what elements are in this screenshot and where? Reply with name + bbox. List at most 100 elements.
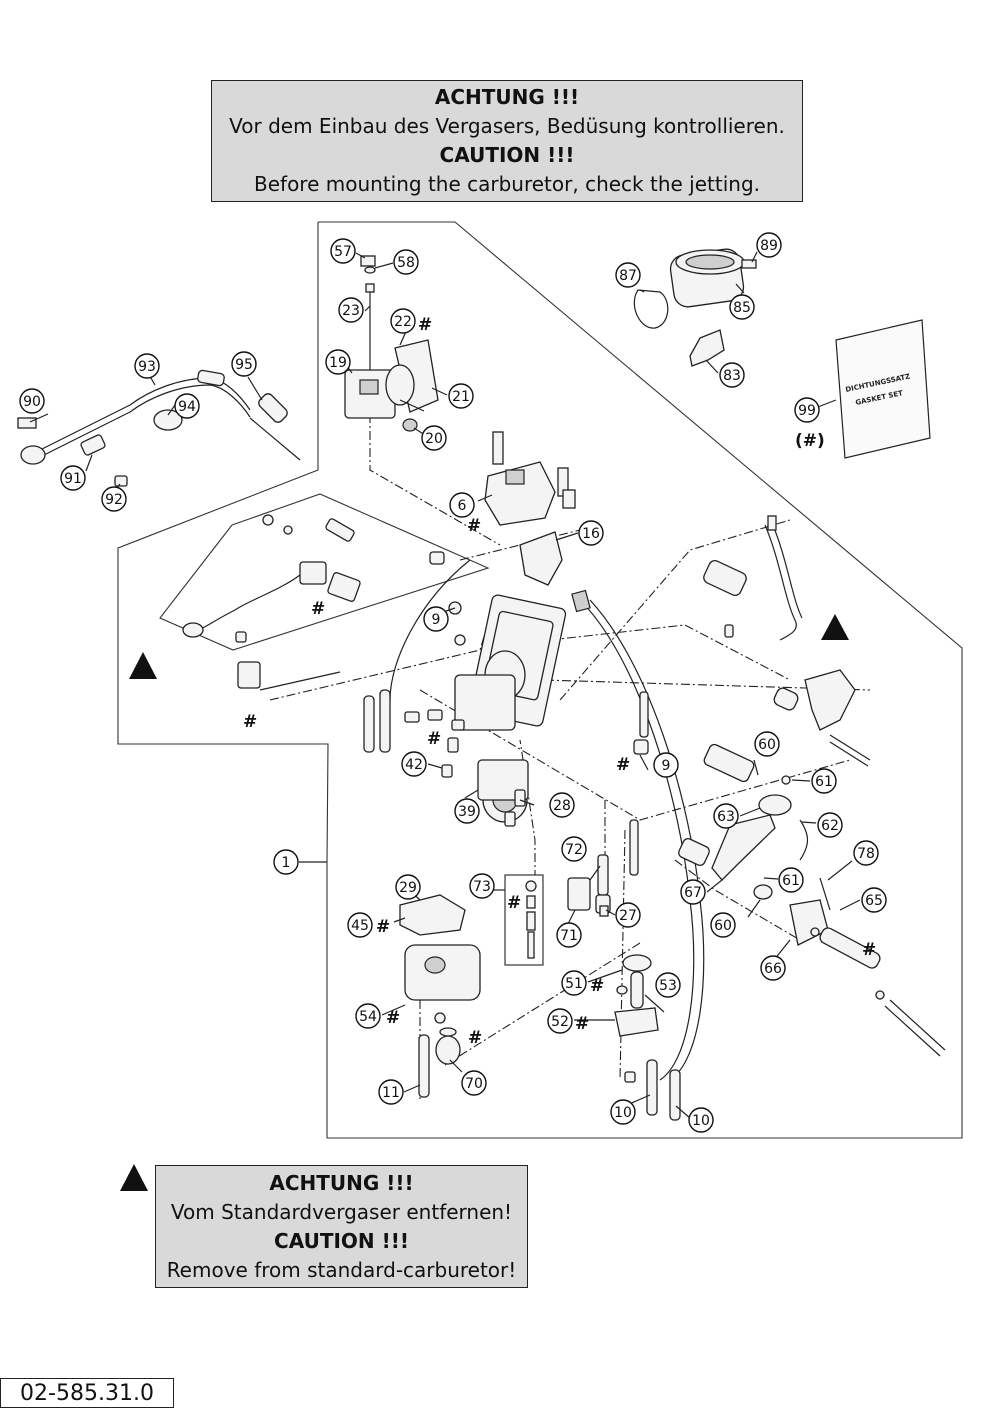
carb-top-cover — [484, 431, 576, 526]
part-number: 60 — [758, 737, 776, 753]
part-number: 21 — [452, 389, 470, 405]
part-callout-54: 54 — [355, 1003, 381, 1029]
diagram-code: 02-585.31.0 — [0, 1378, 174, 1408]
part-number: 10 — [614, 1105, 632, 1121]
part-callout-45: 45 — [347, 912, 373, 938]
part-number: 87 — [619, 268, 637, 284]
part-number: 9 — [432, 612, 441, 628]
part-number: 42 — [405, 757, 423, 773]
part-callout-87: 87 — [615, 262, 641, 288]
float-bowl — [399, 894, 481, 1065]
hash-mark: # — [386, 1008, 400, 1028]
part-number: 83 — [723, 368, 741, 384]
part-number: 57 — [334, 244, 352, 260]
part-number: 65 — [865, 893, 883, 909]
hash-mark: # — [862, 940, 876, 960]
cable-group-frame — [159, 493, 490, 651]
part-number: 66 — [764, 961, 782, 977]
part-callout-29: 29 — [395, 874, 421, 900]
notice-bottom-de-heading: ACHTUNG !!! — [269, 1171, 414, 1195]
part-number: 23 — [342, 303, 360, 319]
part-number: 62 — [821, 818, 839, 834]
gasket-set-note: (#) — [795, 431, 825, 451]
part-number: 90 — [23, 394, 41, 410]
part-number: 28 — [553, 798, 571, 814]
accelerator-pump-lower — [614, 954, 659, 1037]
part-callout-10b: 10 — [688, 1107, 714, 1133]
part-callout-62: 62 — [817, 812, 843, 838]
part-callout-65: 65 — [861, 887, 887, 913]
warning-triangle-icon — [821, 614, 849, 640]
accelerator-pump-assembly — [344, 255, 439, 432]
part-callout-61b: 61 — [778, 867, 804, 893]
carburetor-body — [454, 594, 567, 823]
bracket-16 — [519, 531, 563, 586]
part-callout-22: 22 — [390, 308, 416, 334]
part-number: 61 — [782, 873, 800, 889]
part-number: 45 — [351, 918, 369, 934]
part-number: 78 — [857, 846, 875, 862]
part-callout-23: 23 — [338, 297, 364, 323]
connector-block — [571, 589, 591, 613]
hot-start-parts — [567, 854, 611, 917]
part-callout-92: 92 — [101, 486, 127, 512]
part-number: 58 — [397, 255, 415, 271]
part-number: 85 — [733, 300, 751, 316]
intake-adapter-85 — [633, 248, 757, 367]
part-number: 29 — [399, 880, 417, 896]
part-number: 11 — [382, 1085, 400, 1101]
vent-hose — [389, 559, 471, 701]
notice-box-bottom: ACHTUNG !!! Vom Standardvergaser entfern… — [155, 1165, 528, 1288]
part-number: 70 — [465, 1076, 483, 1092]
part-callout-6: 6 — [449, 492, 475, 518]
part-number: 27 — [619, 908, 637, 924]
part-callout-83: 83 — [719, 362, 745, 388]
part-callout-21: 21 — [448, 383, 474, 409]
part-callout-9a: 9 — [423, 606, 449, 632]
part-number: 22 — [394, 314, 412, 330]
notice-top-de-heading: ACHTUNG !!! — [434, 85, 580, 109]
part-number: 94 — [178, 399, 196, 415]
part-callout-16: 16 — [578, 520, 604, 546]
jet-kit-box — [504, 874, 544, 966]
hash-mark: # — [418, 315, 432, 335]
small-fasteners — [235, 601, 885, 1083]
part-number: 60 — [714, 918, 732, 934]
part-number: 1 — [282, 855, 291, 871]
part-callout-78: 78 — [853, 840, 879, 866]
part-number: 19 — [329, 355, 347, 371]
part-number: 51 — [565, 976, 583, 992]
part-callout-11: 11 — [378, 1079, 404, 1105]
hash-mark: # — [468, 1028, 482, 1048]
part-number: 67 — [684, 885, 702, 901]
part-number: 10 — [692, 1113, 710, 1129]
part-callout-28: 28 — [549, 792, 575, 818]
part-callout-58: 58 — [393, 249, 419, 275]
part-number: 63 — [717, 809, 735, 825]
part-callout-60a: 60 — [754, 731, 780, 757]
notice-bottom-en-heading: CAUTION !!! — [274, 1229, 409, 1253]
hash-mark: # — [575, 1014, 589, 1034]
hash-mark: # — [590, 976, 604, 996]
part-callout-60b: 60 — [710, 912, 736, 938]
part-number: 54 — [359, 1009, 377, 1025]
part-callout-61a: 61 — [811, 768, 837, 794]
choke-cable-assembly — [17, 369, 301, 487]
part-number: 91 — [64, 471, 82, 487]
part-number: 39 — [458, 804, 476, 820]
part-number: 89 — [760, 238, 778, 254]
part-callout-42: 42 — [401, 751, 427, 777]
part-callout-66: 66 — [760, 955, 786, 981]
part-callout-51: 51 — [561, 970, 587, 996]
part-callout-99: 99 — [794, 397, 820, 423]
part-number: 99 — [798, 403, 816, 419]
part-callout-52: 52 — [547, 1008, 573, 1034]
part-callout-20: 20 — [421, 425, 447, 451]
notice-top-en-text: Before mounting the carburetor, check th… — [254, 172, 760, 196]
part-callout-71: 71 — [556, 922, 582, 948]
part-callout-39: 39 — [454, 798, 480, 824]
part-number: 95 — [235, 357, 253, 373]
throttle-linkage — [678, 515, 946, 1057]
